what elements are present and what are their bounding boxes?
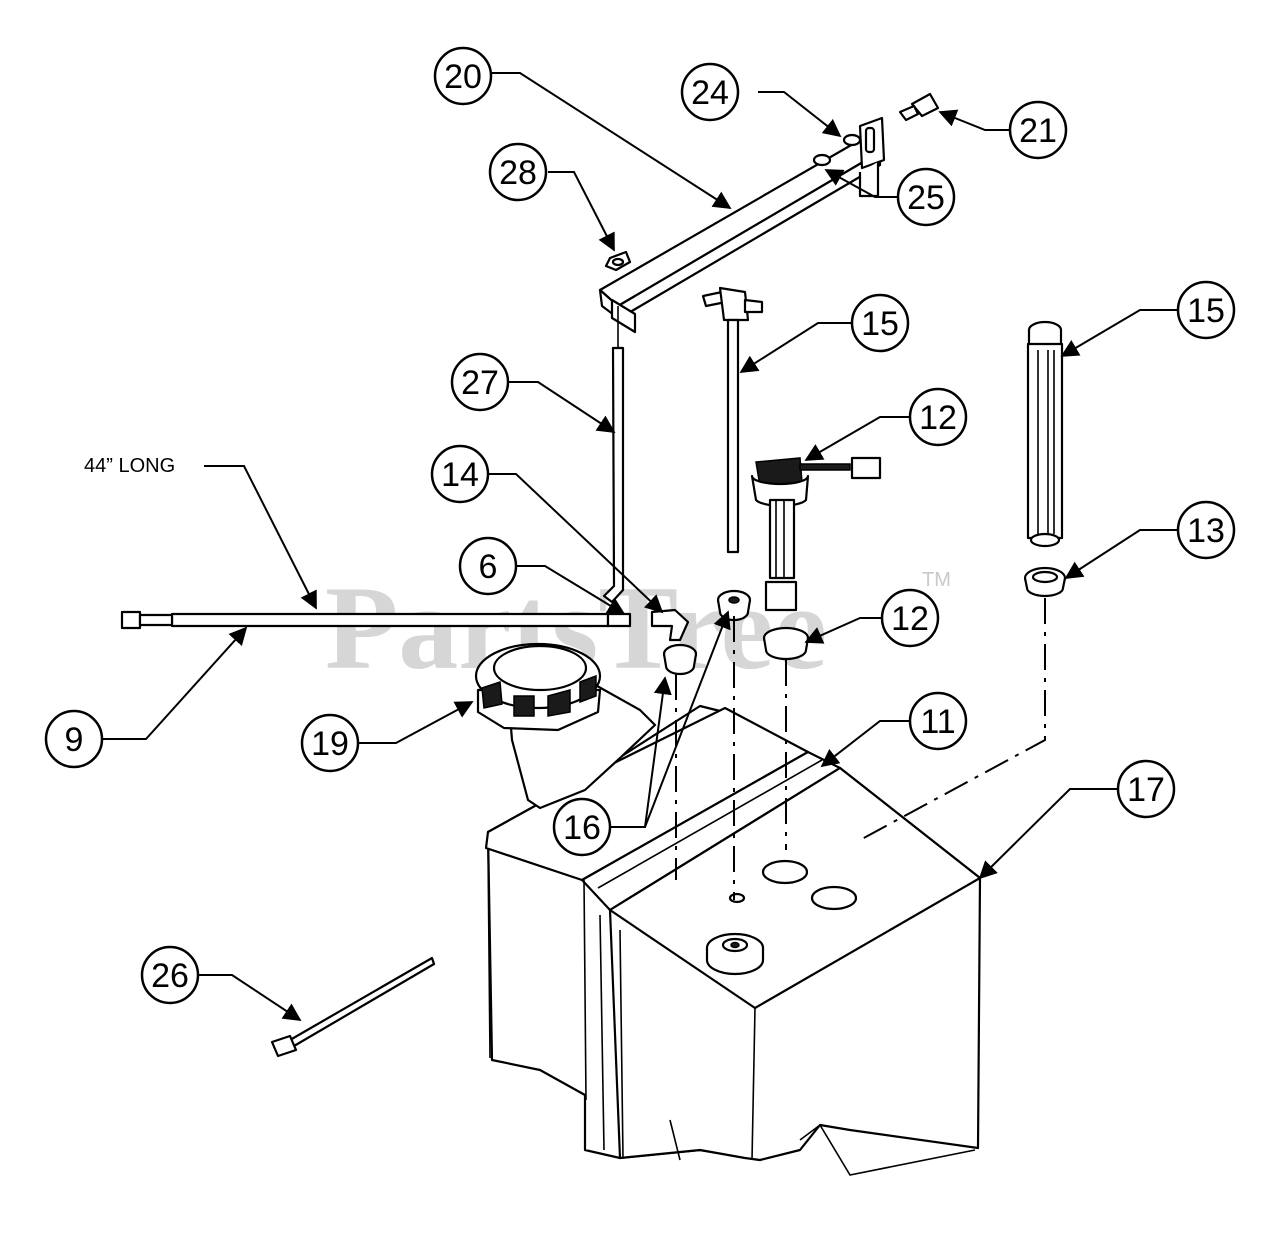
callout-12-upper-label: 12 <box>919 399 957 437</box>
callout-20-label: 20 <box>444 58 482 96</box>
callout-15-mid-label: 15 <box>861 305 899 343</box>
callout-17-label: 17 <box>1127 771 1165 809</box>
callout-6: 6 <box>458 536 518 596</box>
assembly-lines <box>675 598 1046 900</box>
callout-24-label: 24 <box>691 74 729 112</box>
callout-13-label: 13 <box>1187 512 1225 550</box>
callout-24: 24 <box>680 62 740 122</box>
callout-28: 28 <box>488 142 548 202</box>
length-note: 44” LONG <box>84 455 175 477</box>
callout-16: 16 <box>552 797 612 857</box>
pickup-tube <box>701 286 764 554</box>
callout-25: 25 <box>896 167 956 227</box>
callout-15-right: 15 <box>1176 280 1236 340</box>
callout-9: 9 <box>44 709 104 769</box>
callout-17: 17 <box>1116 759 1176 819</box>
grommet-right <box>716 589 752 622</box>
callout-14-label: 14 <box>441 456 479 494</box>
sender-gasket <box>762 626 810 661</box>
fuel-tank <box>484 680 982 1176</box>
callout-15-right-label: 15 <box>1187 292 1225 330</box>
callout-9-label: 9 <box>65 721 84 759</box>
callout-28-label: 28 <box>499 154 537 192</box>
callout-27-label: 27 <box>461 364 499 402</box>
callout-14: 14 <box>430 444 490 504</box>
cable-tie <box>270 956 436 1058</box>
bracket <box>598 116 886 334</box>
callouts: 20 24 21 28 25 27 15 15 <box>44 46 1236 1005</box>
callout-25-label: 25 <box>907 179 945 217</box>
watermark: PartsTree TM <box>325 561 951 694</box>
callout-26-label: 26 <box>151 957 189 995</box>
callout-11-label: 11 <box>920 703 955 741</box>
callout-20: 20 <box>433 46 493 106</box>
callout-12-lower: 12 <box>880 588 940 648</box>
gauge-grommet <box>1023 566 1067 598</box>
callout-6-label: 6 <box>479 548 498 586</box>
grommet-left <box>662 643 698 676</box>
callout-21-label: 21 <box>1019 112 1057 150</box>
fuel-cap <box>474 642 602 732</box>
callout-11: 11 <box>908 691 968 751</box>
screw-21 <box>898 92 940 122</box>
callout-13: 13 <box>1176 500 1236 560</box>
fuel-gauge <box>1026 320 1064 548</box>
callout-21: 21 <box>1008 100 1068 160</box>
watermark-tm: TM <box>922 569 951 591</box>
callout-26: 26 <box>140 945 200 1005</box>
callout-19: 19 <box>300 713 360 773</box>
callout-19-label: 19 <box>311 725 349 763</box>
callout-16-label: 16 <box>563 809 601 847</box>
vent-tube <box>602 306 625 604</box>
fuel-line <box>120 608 690 642</box>
nut-28 <box>604 250 632 272</box>
callout-12-lower-label: 12 <box>891 600 929 638</box>
fuel-sender <box>750 456 882 612</box>
callout-27: 27 <box>450 352 510 412</box>
leader-lines <box>100 72 1178 1021</box>
callout-12-upper: 12 <box>908 387 968 447</box>
callout-15-mid: 15 <box>850 293 910 353</box>
